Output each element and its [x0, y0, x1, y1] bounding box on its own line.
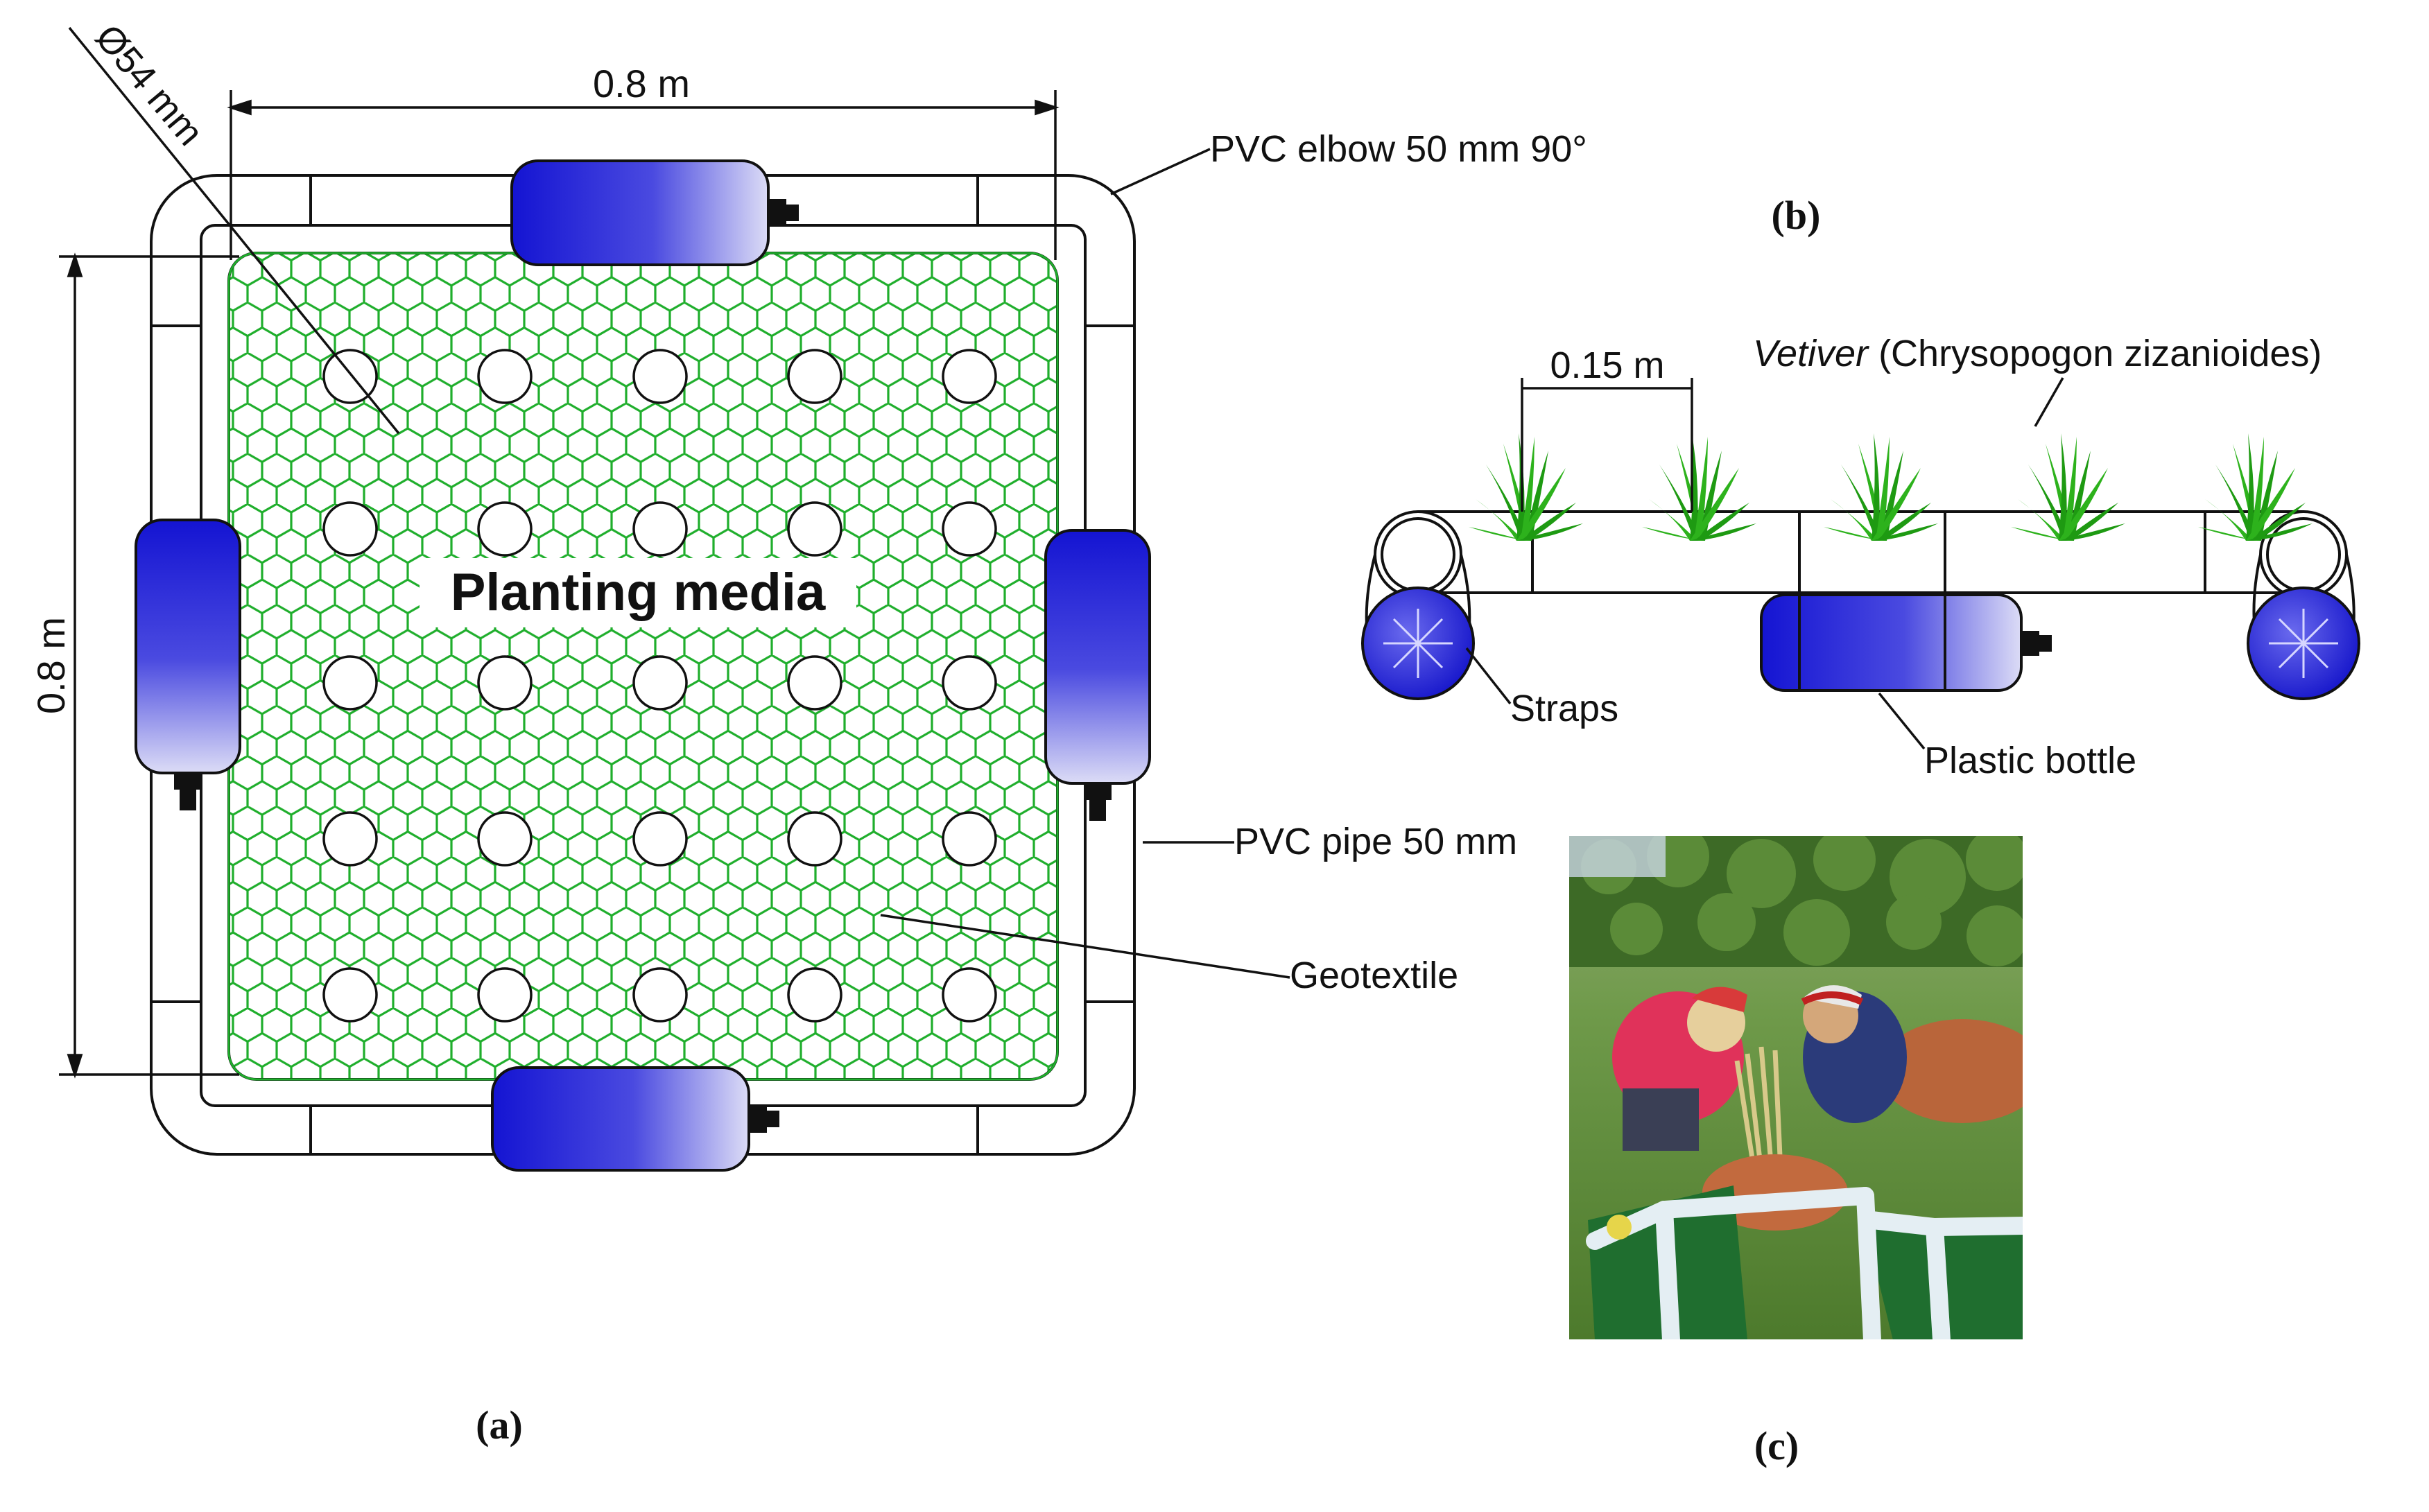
- panel-a-label: (a): [476, 1402, 523, 1448]
- diameter-leader: [68, 26, 400, 435]
- planting-hole: [787, 811, 842, 867]
- species-label: Vetiver (Chrysopogon zizanioides): [1753, 333, 2322, 374]
- species-italic: Vetiver: [1753, 333, 1869, 374]
- planting-hole: [632, 501, 688, 557]
- width-dim-label: 0.8 m: [593, 62, 690, 105]
- planting-hole: [477, 811, 533, 867]
- vetiver-tuft: [1824, 433, 1938, 541]
- height-dimension: [59, 252, 239, 1079]
- species-name: (Chrysopogon zizanioides): [1868, 333, 2322, 374]
- geotextile-label: Geotextile: [1290, 955, 1458, 996]
- planting-hole: [942, 501, 997, 557]
- planting-hole: [632, 655, 688, 711]
- vetiver-tuft: [1642, 433, 1756, 541]
- planting-hole: [787, 501, 842, 557]
- planting-hole: [632, 349, 688, 404]
- planting-hole: [942, 967, 997, 1023]
- panel-c-label: (c): [1754, 1423, 1799, 1468]
- spacing-dimension: [1521, 378, 1693, 512]
- panel-c-photo: [1568, 835, 2023, 1340]
- planting-hole: [942, 655, 997, 711]
- bottle-left: [135, 519, 241, 810]
- bottle-top: [510, 159, 799, 266]
- planting-hole: [787, 967, 842, 1023]
- vetiver-plants: [1469, 433, 2313, 541]
- bottle-right: [1044, 529, 1151, 821]
- spacing-dim-label: 0.15 m: [1550, 345, 1664, 386]
- planting-hole: [322, 967, 378, 1023]
- planting-hole: [942, 349, 997, 404]
- planting-hole: [477, 655, 533, 711]
- planting-hole: [477, 967, 533, 1023]
- height-dim-label: 0.8 m: [29, 617, 73, 714]
- vetiver-tuft: [1469, 433, 1583, 541]
- planting-hole: [322, 501, 378, 557]
- bottle-bottom: [491, 1066, 779, 1172]
- planting-media-label: Planting media: [451, 563, 826, 622]
- planting-hole: [942, 811, 997, 867]
- planting-hole: [787, 349, 842, 404]
- panel-a-diagram: Planting media: [29, 17, 1587, 1448]
- planting-hole: [632, 967, 688, 1023]
- vetiver-tuft: [2198, 433, 2313, 541]
- end-bottle-right: [2247, 586, 2360, 700]
- end-bottle-left: [1361, 586, 1475, 700]
- frame-connectors: [151, 175, 1134, 1154]
- hole-diameter-label: Ø54 mm: [87, 17, 211, 153]
- pvc-elbow-label: PVC elbow 50 mm 90°: [1210, 128, 1587, 170]
- planting-hole: [477, 501, 533, 557]
- width-dimension: [227, 90, 1060, 260]
- planting-hole: [787, 655, 842, 711]
- panel-b-label: (b): [1772, 193, 1821, 238]
- planting-hole: [322, 811, 378, 867]
- pvc-pipe-label: PVC pipe 50 mm: [1234, 821, 1517, 862]
- planting-holes: [322, 349, 997, 1023]
- plastic-bottle-side: [1760, 593, 2052, 692]
- panel-b-diagram: (b): [1361, 193, 2360, 781]
- straps-label: Straps: [1510, 688, 1618, 729]
- planting-hole: [632, 811, 688, 867]
- vetiver-tuft: [2011, 433, 2125, 541]
- planting-hole: [477, 349, 533, 404]
- plastic-bottle-label: Plastic bottle: [1924, 740, 2136, 781]
- planting-hole: [322, 655, 378, 711]
